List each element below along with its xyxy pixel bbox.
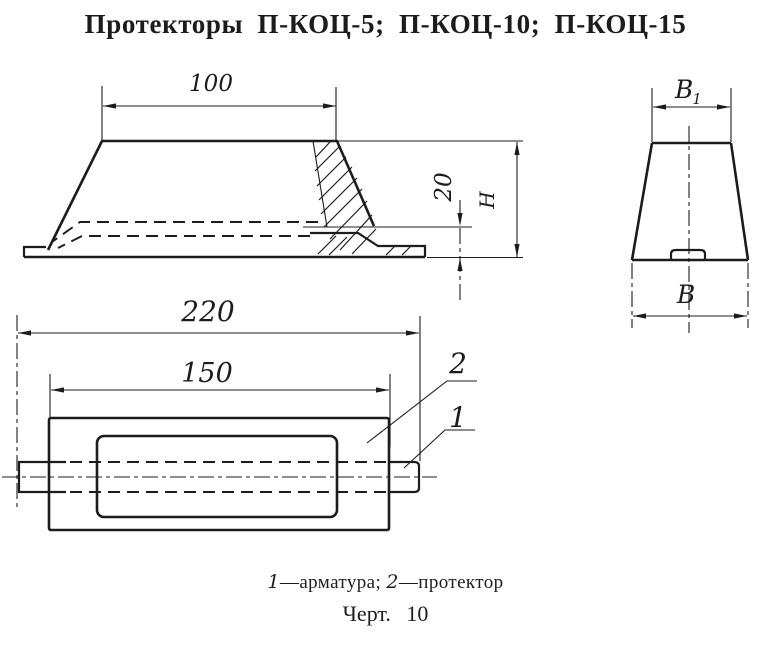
dim-100-arrow-left [103, 103, 116, 109]
dim-B-arrow-left [633, 313, 646, 319]
dim-H-label: Н [475, 191, 499, 210]
side-view: В 1 В [630, 75, 750, 333]
dim-100-label: 100 [189, 71, 233, 97]
dim-B-extension-lines [631, 263, 749, 328]
callout-2-leader [366, 380, 477, 444]
dim-100-arrow-right [323, 103, 336, 109]
dim-220-arrow-left [18, 330, 31, 336]
dim-B-arrow-right [734, 313, 747, 319]
dim-H-arrow-down [514, 244, 520, 257]
dim-150-arrow-left [51, 387, 64, 393]
section-break-line [312, 140, 328, 228]
plan-inner-rect [95, 434, 339, 519]
callout-2-label: 2 [448, 347, 467, 380]
dim-B1-arrow-left [653, 104, 666, 110]
side-armature-bump [669, 248, 707, 260]
dim-20-arrow-up [457, 258, 463, 271]
figure-legend: 1—арматура; 2—протектор [0, 571, 771, 594]
callout-1-leader [403, 429, 475, 469]
dim-B-label: В [676, 280, 695, 309]
dim-B1-label: В [674, 75, 693, 104]
armature-section-outline [310, 231, 427, 257]
figure-number: Черт. 10 [342, 601, 429, 626]
dim-150-arrow-right [376, 387, 389, 393]
plan-left-tab [17, 460, 66, 494]
plan-outer-rect [47, 416, 391, 532]
side-extension-lines [651, 88, 732, 142]
figure-title: Протекторы П-КОЦ-5; П-КОЦ-10; П-КОЦ-15 [84, 9, 687, 39]
dim-220-arrow-right [406, 330, 419, 336]
hidden-armature-lines [51, 221, 318, 249]
dim-20-label: 20 [431, 172, 457, 202]
section-hatch-lines [314, 141, 413, 256]
front-extension-lines [101, 86, 523, 259]
plan-view: 220 150 2 1 [2, 295, 477, 532]
front-right-slant [335, 140, 376, 227]
front-left-foot [22, 245, 46, 257]
legend-number-2: 2 [386, 571, 399, 593]
dim-220-label: 220 [180, 295, 234, 328]
dim-20-arrow-down [457, 213, 463, 226]
front-view: 100 20 Н [22, 71, 523, 300]
dim-B1-subscript: 1 [692, 90, 702, 108]
front-left-slant [46, 140, 104, 251]
legend-text-1: —арматура; [279, 572, 387, 593]
plan-hidden-armature-lines [70, 461, 388, 493]
plan-right-tab [389, 460, 421, 494]
callout-1-label: 1 [449, 401, 467, 434]
dim-H-arrow-up [514, 142, 520, 155]
legend-text-2: —протектор [398, 572, 504, 593]
dim-150-label: 150 [181, 358, 233, 389]
side-right-slant [729, 142, 750, 261]
side-left-slant [630, 142, 654, 261]
dim-B1-arrow-right [717, 104, 730, 110]
legend-number-1: 1 [267, 571, 280, 593]
